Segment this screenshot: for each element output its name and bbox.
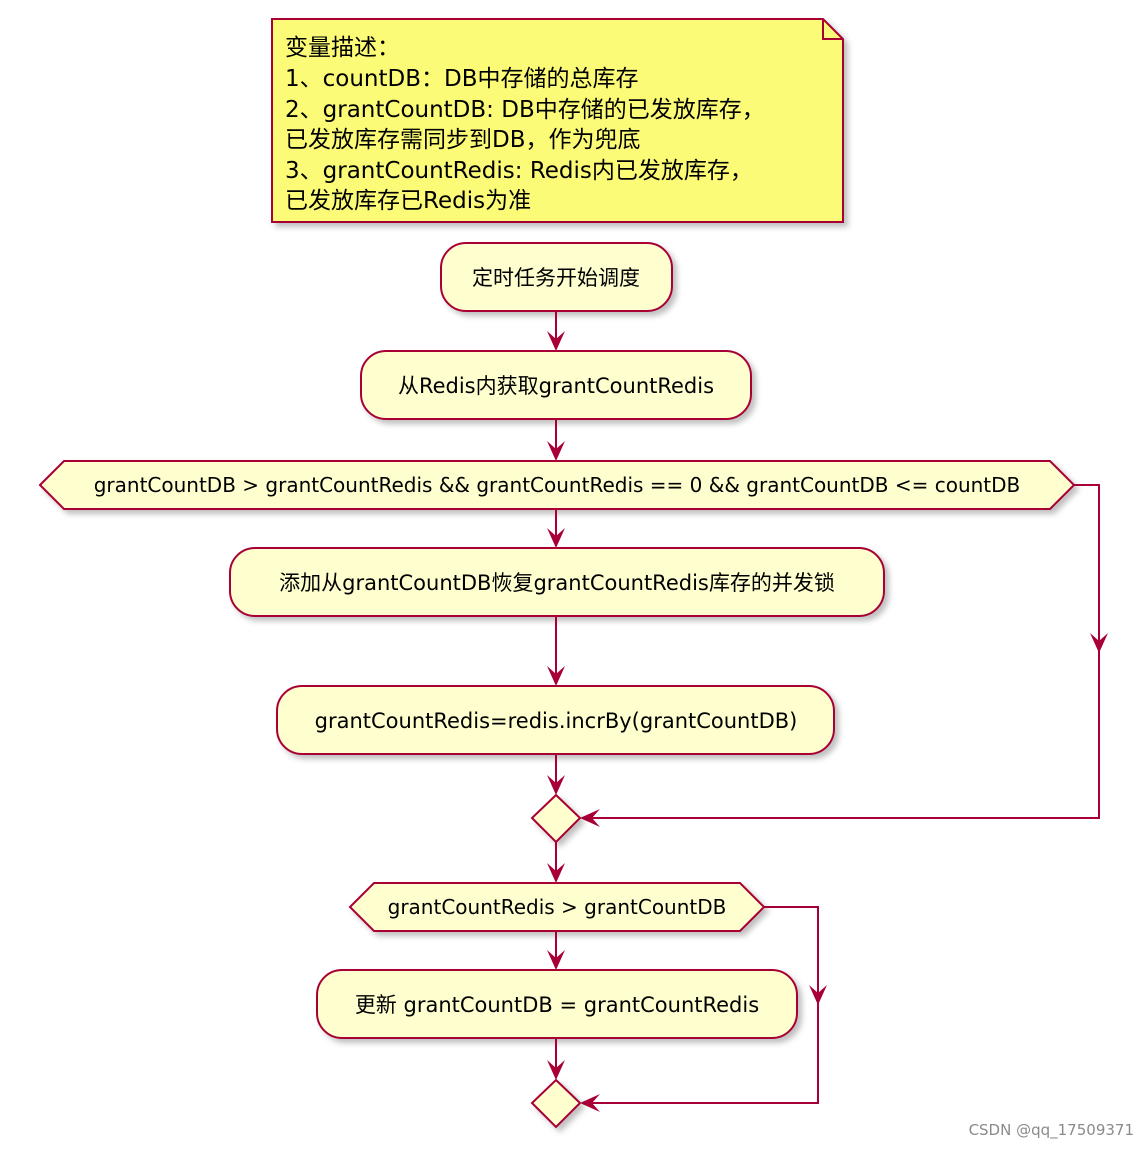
note-line-3: 2、grantCountDB: DB中存储的已发放库存， (285, 97, 765, 123)
condition1-decision: grantCountDB > grantCountRedis && grantC… (38, 460, 1076, 510)
add-lock-activity: 添加从grantCountDB恢复grantCountRedis库存的并发锁 (229, 547, 885, 617)
fetch-redis-activity: 从Redis内获取grantCountRedis (360, 350, 752, 420)
update-activity: 更新 grantCountDB = grantCountRedis (316, 969, 798, 1039)
fetch-redis-label: 从Redis内获取grantCountRedis (398, 374, 714, 398)
csdn-watermark: CSDN @qq_17509371 (968, 1121, 1134, 1139)
incr-label: grantCountRedis=redis.incrBy(grantCountD… (315, 709, 798, 733)
note-line-5: 3、grantCountRedis: Redis内已发放库存， (285, 158, 753, 184)
update-label: 更新 grantCountDB = grantCountRedis (355, 993, 759, 1017)
arrow-condition2-to-update (547, 931, 565, 970)
add-lock-label: 添加从grantCountDB恢复grantCountRedis库存的并发锁 (279, 571, 835, 595)
merge1-diamond (530, 793, 582, 844)
arrow-update-to-merge2 (547, 1038, 565, 1080)
arrow-start-to-fetch (547, 311, 565, 351)
arrow-condition1-to-lock (547, 509, 565, 548)
start-activity-label: 定时任务开始调度 (472, 266, 640, 290)
note-line-1: 变量描述： (285, 35, 400, 61)
merge2-diamond (530, 1078, 582, 1129)
incr-activity: grantCountRedis=redis.incrBy(grantCountD… (276, 685, 835, 755)
arrow-incr-to-merge1 (547, 754, 565, 795)
note-line-4: 已发放库存需同步到DB，作为兜底 (285, 127, 641, 153)
condition2-label: grantCountRedis > grantCountDB (388, 895, 727, 919)
condition1-label: grantCountDB > grantCountRedis && grantC… (94, 473, 1021, 497)
arrow-fetch-to-condition1 (547, 419, 565, 461)
arrow-merge1-to-condition2 (547, 842, 565, 883)
note-line-6: 已发放库存已Redis为准 (285, 188, 531, 214)
condition2-decision: grantCountRedis > grantCountDB (348, 882, 766, 932)
arrow-condition1-else-branch (580, 484, 1108, 827)
arrow-lock-to-incr (547, 616, 565, 686)
variable-description-note: 变量描述： 1、countDB：DB中存储的总库存 2、grantCountDB… (271, 18, 844, 223)
arrow-condition2-else-branch (580, 906, 827, 1112)
note-line-2: 1、countDB：DB中存储的总库存 (285, 66, 639, 92)
start-activity: 定时任务开始调度 (440, 242, 673, 312)
